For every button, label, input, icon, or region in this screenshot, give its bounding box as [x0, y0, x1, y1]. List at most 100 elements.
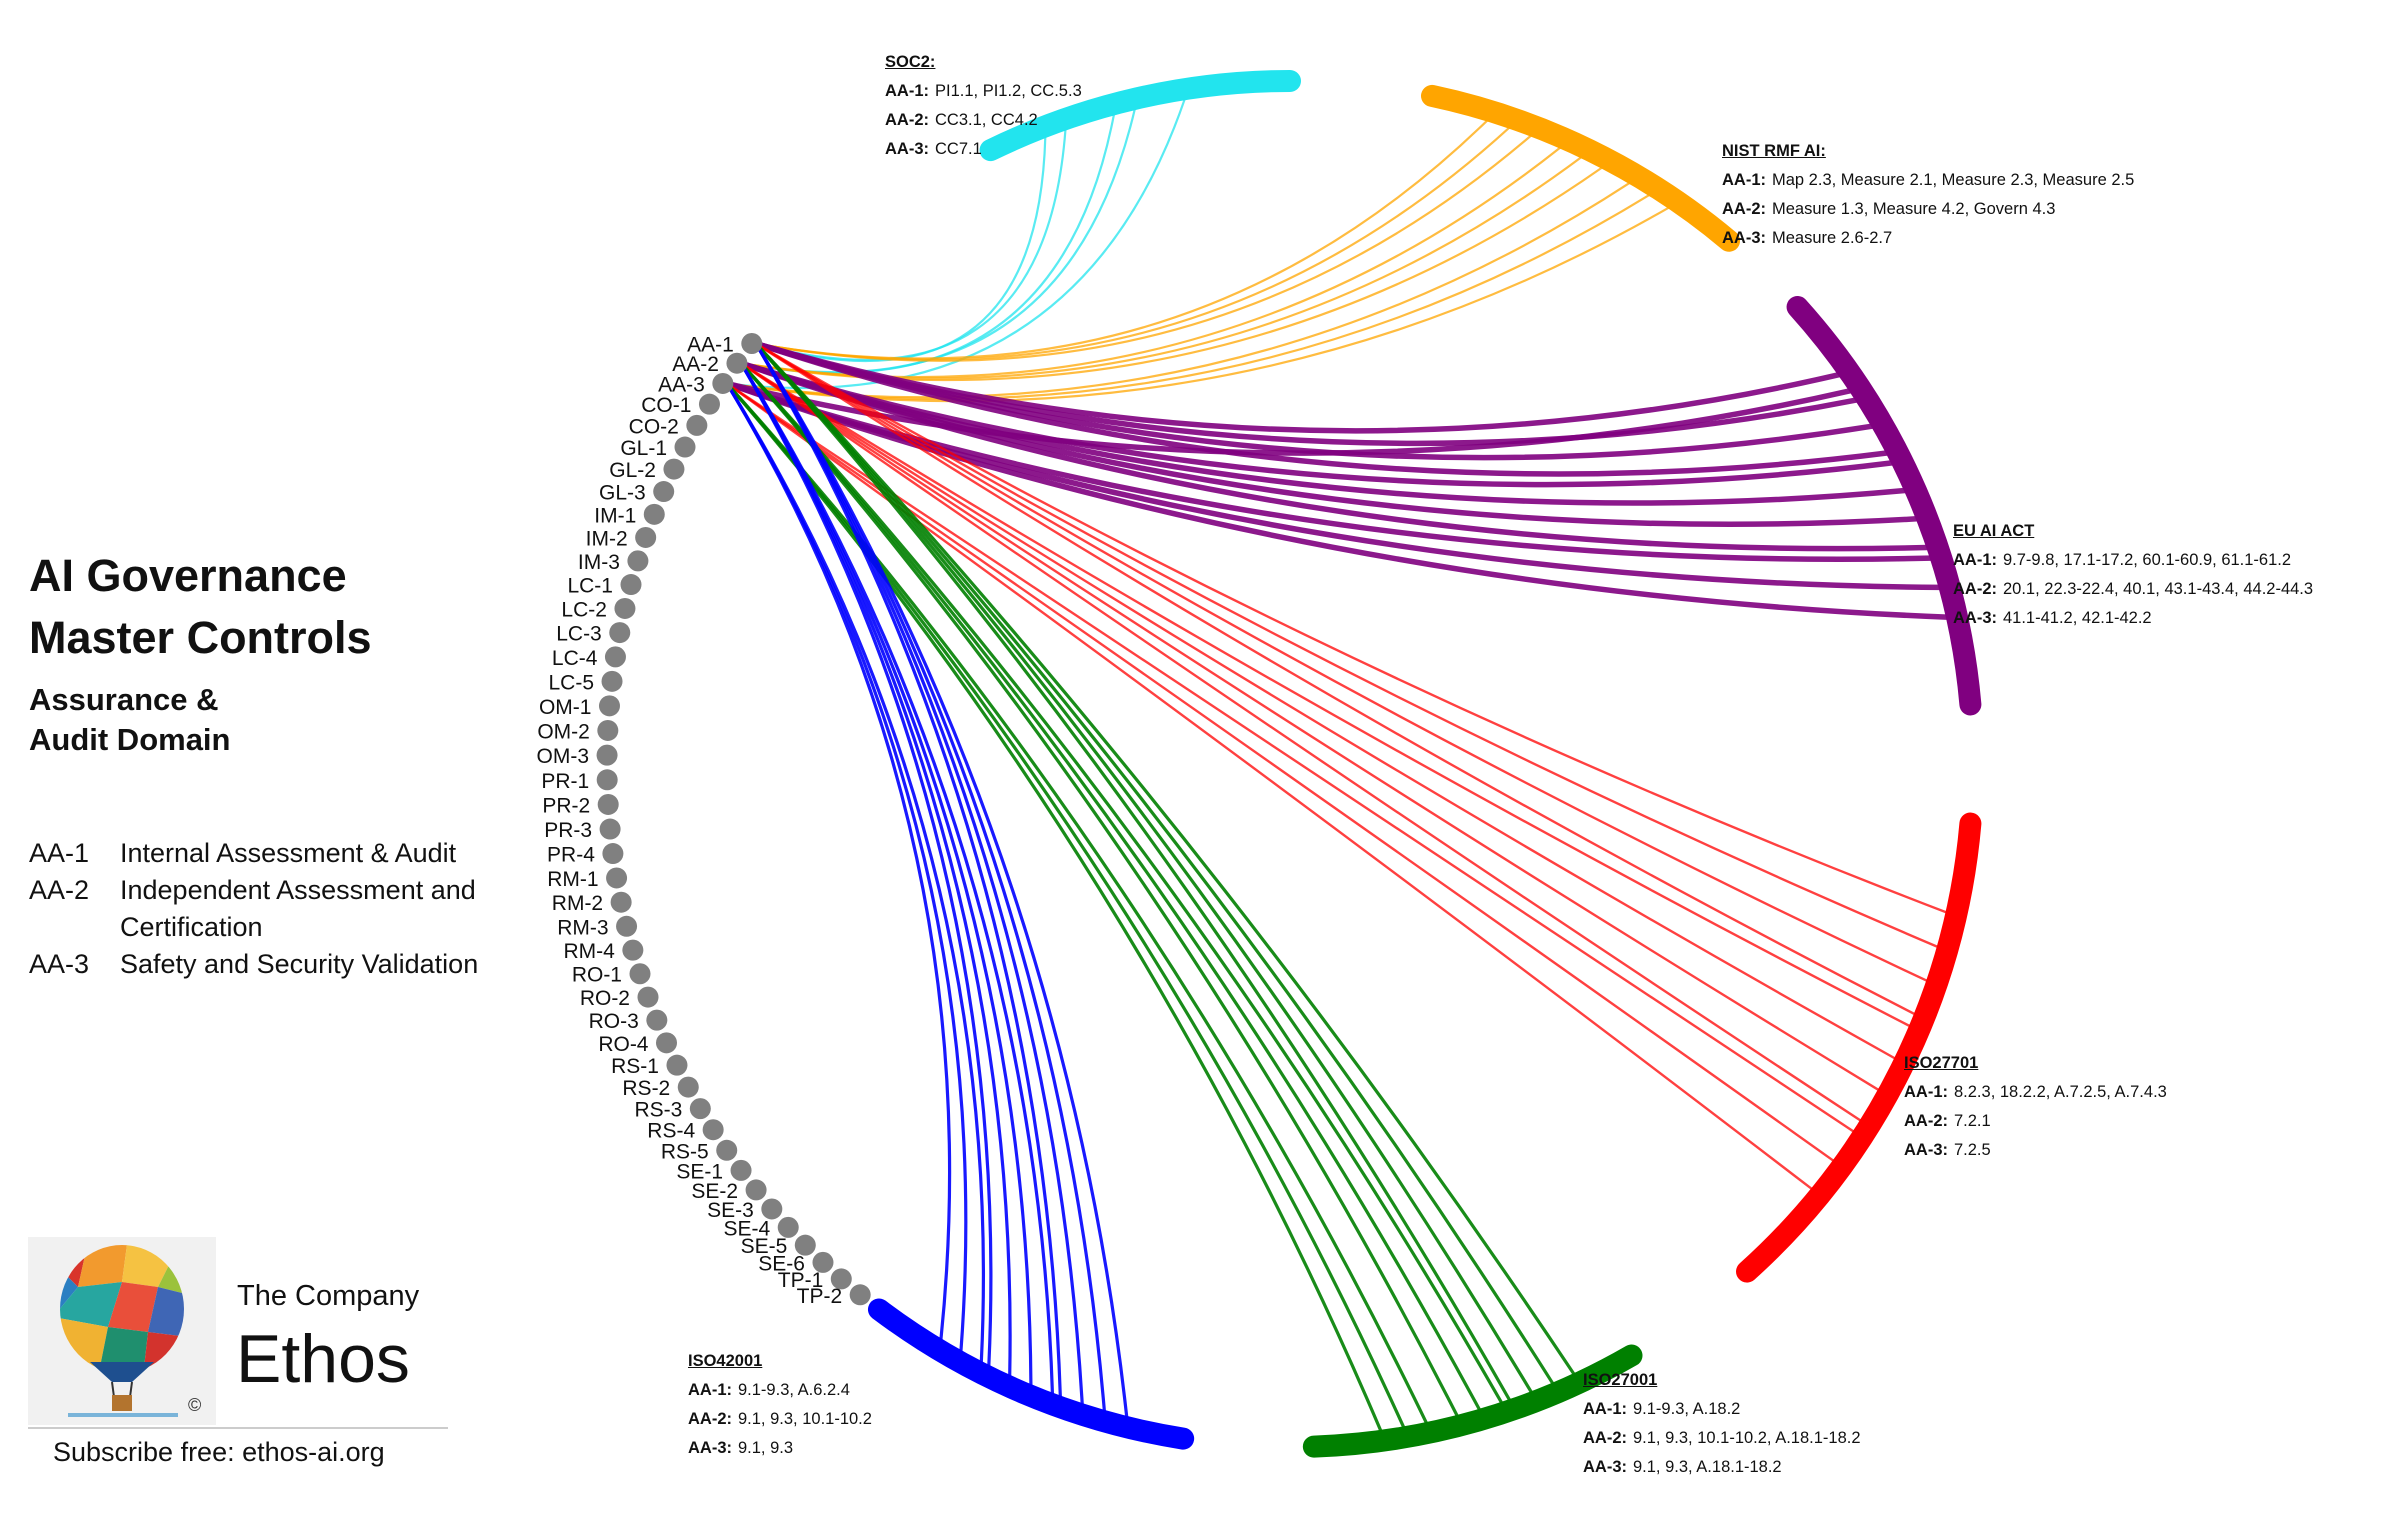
chord-link-nist [740, 166, 1603, 382]
node-label: SE-6 [758, 1252, 805, 1275]
balloon-logo: © [28, 1237, 216, 1425]
chord-link-iso27001 [754, 342, 1512, 1401]
framework-mapping-row: AA-2:9.1, 9.3, 10.1-10.2 [688, 1405, 872, 1434]
arc-iso27001 [1302, 1344, 1643, 1458]
control-node-aa-2 [726, 352, 748, 374]
company-label: The Company [237, 1280, 420, 1312]
subscribe-link[interactable]: Subscribe free: ethos-ai.org [53, 1437, 385, 1467]
control-node-rm-2 [610, 891, 632, 913]
control-node-rs-5 [716, 1139, 738, 1161]
node-label: GL-2 [609, 459, 656, 482]
control-node-rm-4 [622, 939, 644, 961]
control-node-rs-1 [666, 1054, 688, 1076]
arc-soc2 [979, 70, 1301, 162]
node-label: RM-3 [557, 916, 608, 939]
control-legend-row: AA-3 Safety and Security Validation [29, 946, 520, 983]
chord-link-iso27001 [725, 382, 1406, 1428]
node-label: RM-4 [564, 940, 616, 963]
mapping-control-code: AA-2: [885, 111, 929, 129]
control-node-im-1 [643, 503, 665, 525]
control-node-gl-2 [663, 458, 685, 480]
node-label: SE-4 [724, 1217, 771, 1240]
mapping-refs: 41.1-41.2, 42.1-42.2 [2003, 609, 2152, 627]
chord-link-euai [740, 360, 1928, 552]
framework-nist: NIST RMF AI:AA-1:Map 2.3, Measure 2.1, M… [1722, 137, 2134, 253]
chord-link-iso27001 [754, 342, 1533, 1394]
company-name: Ethos [236, 1321, 410, 1397]
node-label: GL-1 [620, 437, 667, 460]
title-line-1: AI Governance [29, 550, 347, 601]
node-label: SE-3 [707, 1199, 754, 1222]
mapping-refs: 9.1-9.3, A.18.2 [1633, 1400, 1741, 1418]
node-label: RO-2 [580, 987, 630, 1010]
mapping-control-code: AA-3: [688, 1439, 732, 1457]
chord-link-nist [755, 126, 1510, 361]
node-label: RM-2 [552, 892, 603, 915]
mapping-control-code: AA-1: [1583, 1400, 1627, 1418]
mapping-refs: 8.2.3, 18.2.2, A.7.2.5, A.7.4.3 [1954, 1083, 2167, 1101]
arc-iso27701 [1736, 812, 1982, 1283]
framework-name: SOC2: [885, 53, 936, 71]
control-code: AA-3 [29, 949, 90, 979]
control-node-ro-2 [637, 986, 659, 1008]
chord-link-iso27001 [739, 362, 1504, 1404]
chord-link-iso27001 [754, 342, 1576, 1376]
mapping-control-code: AA-1: [885, 82, 929, 100]
control-nodes: AA-1AA-2AA-3CO-1CO-2GL-1GL-2GL-3IM-1IM-2… [537, 333, 871, 1308]
control-node-gl-3 [653, 481, 675, 503]
node-label: LC-5 [548, 671, 594, 694]
hot-air-balloon-icon [60, 1245, 184, 1417]
control-node-ro-1 [629, 963, 651, 985]
control-node-se-4 [777, 1216, 799, 1238]
framework-name: ISO27701 [1904, 1054, 1979, 1072]
control-node-om-3 [596, 744, 618, 766]
chord-link-iso27701 [755, 342, 1916, 1016]
control-node-lc-1 [620, 574, 642, 596]
node-label: IM-2 [586, 527, 628, 550]
control-node-se-3 [761, 1198, 783, 1220]
control-node-se-6 [812, 1251, 834, 1273]
mapping-refs: 9.1-9.3, A.6.2.4 [738, 1381, 850, 1399]
node-label: RS-2 [622, 1077, 670, 1100]
logo-divider [28, 1427, 448, 1429]
node-label: AA-2 [672, 353, 719, 376]
subtitle-line-2: Audit Domain [29, 722, 231, 757]
mapping-control-code: AA-1: [1722, 171, 1766, 189]
mapping-control-code: AA-2: [1953, 580, 1997, 598]
mapping-control-code: AA-3: [1953, 609, 1997, 627]
chord-link-iso42001 [739, 362, 993, 1366]
node-label: RO-1 [572, 964, 622, 987]
framework-mapping-row: AA-2: CC3.1, CC4.2 [885, 106, 1082, 135]
mapping-control-code: AA-3: [1904, 1141, 1948, 1159]
node-label: SE-2 [691, 1180, 738, 1203]
mapping-refs: 9.1, 9.3, 10.1-10.2 [738, 1410, 872, 1428]
node-label: LC-1 [567, 575, 613, 598]
control-node-lc-4 [604, 646, 626, 668]
control-node-lc-2 [614, 597, 636, 619]
chord-link-iso42001 [754, 342, 1084, 1405]
framework-mapping-row: AA-2:9.1, 9.3, 10.1-10.2, A.18.1-18.2 [1583, 1424, 1861, 1453]
framework-mapping-row: AA-3: 41.1-41.2, 42.1-42.2 [1953, 604, 2313, 633]
node-label: PR-1 [541, 770, 589, 793]
mapping-control-code: AA-2: [1904, 1112, 1948, 1130]
node-label: RM-1 [547, 868, 598, 891]
mapping-refs: 9.1, 9.3, 10.1-10.2, A.18.1-18.2 [1633, 1429, 1861, 1447]
chord-link-iso27001 [739, 362, 1481, 1411]
arc-euai [1786, 295, 1982, 716]
framework-mapping-row: AA-1:Map 2.3, Measure 2.1, Measure 2.3, … [1722, 166, 2134, 195]
mapping-refs: CC3.1, CC4.2 [935, 111, 1038, 129]
control-node-om-2 [597, 719, 619, 741]
mapping-refs: 9.7-9.8, 17.1-17.2, 60.1-60.9, 61.1-61.2 [2003, 551, 2292, 569]
node-label: PR-2 [542, 794, 590, 817]
framework-mapping-row: AA-3:7.2.5 [1904, 1136, 2167, 1165]
control-code: AA-1 [29, 838, 90, 868]
framework-mapping-row: AA-2:7.2.1 [1904, 1107, 2167, 1136]
node-label: OM-3 [537, 745, 590, 768]
control-node-ro-4 [656, 1032, 678, 1054]
chord-link-iso42001 [739, 362, 1055, 1394]
control-node-pr-4 [602, 843, 624, 865]
